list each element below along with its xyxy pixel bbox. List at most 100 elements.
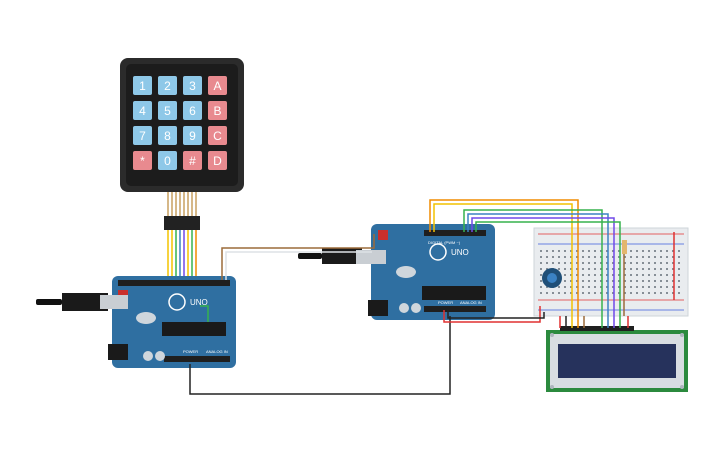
arduino-right-usb-port bbox=[356, 250, 386, 264]
arduino-right-digital-label: DIGITAL (PWM ~) bbox=[428, 240, 461, 245]
arduino-right-chip bbox=[422, 286, 486, 300]
breadboard-hole bbox=[546, 268, 548, 270]
keypad-key[interactable] bbox=[158, 126, 177, 145]
breadboard-hole bbox=[606, 292, 608, 294]
arduino-right-reset-button[interactable] bbox=[378, 230, 388, 240]
breadboard-hole bbox=[582, 274, 584, 276]
arduino-right-digital-header bbox=[424, 230, 486, 236]
keypad-key-label: 8 bbox=[164, 129, 171, 143]
breadboard-hole bbox=[564, 286, 566, 288]
keypad-key[interactable] bbox=[183, 126, 202, 145]
breadboard-hole bbox=[666, 286, 668, 288]
breadboard-hole bbox=[654, 256, 656, 258]
breadboard-hole bbox=[576, 256, 578, 258]
lcd-screw-br bbox=[680, 385, 684, 389]
keypad-key[interactable] bbox=[158, 101, 177, 120]
breadboard-hole bbox=[624, 268, 626, 270]
arduino-left-analog-label: ANALOG IN bbox=[206, 349, 228, 354]
breadboard-hole bbox=[672, 262, 674, 264]
breadboard-hole bbox=[600, 286, 602, 288]
keypad-key[interactable] bbox=[183, 151, 202, 170]
keypad-key[interactable] bbox=[133, 76, 152, 95]
wire-serial-white bbox=[225, 251, 372, 280]
keypad-key[interactable] bbox=[208, 101, 227, 120]
breadboard-hole bbox=[540, 256, 542, 258]
keypad-key[interactable] bbox=[208, 126, 227, 145]
breadboard-hole bbox=[606, 274, 608, 276]
breadboard-hole bbox=[630, 262, 632, 264]
arduino-left[interactable]: UNO POWER ANALOG IN bbox=[36, 276, 236, 368]
breadboard-hole bbox=[576, 280, 578, 282]
breadboard-hole bbox=[558, 292, 560, 294]
lcd-screw-bl bbox=[550, 385, 554, 389]
breadboard-hole bbox=[552, 262, 554, 264]
keypad-key[interactable] bbox=[183, 76, 202, 95]
breadboard-hole bbox=[558, 286, 560, 288]
breadboard-hole bbox=[594, 274, 596, 276]
keypad-key[interactable] bbox=[133, 151, 152, 170]
breadboard-hole bbox=[606, 280, 608, 282]
breadboard-hole bbox=[546, 256, 548, 258]
breadboard-hole bbox=[618, 250, 620, 252]
breadboard-hole bbox=[564, 268, 566, 270]
breadboard-hole bbox=[660, 274, 662, 276]
breadboard-hole bbox=[660, 280, 662, 282]
lcd-display[interactable] bbox=[546, 326, 688, 392]
breadboard-hole bbox=[570, 292, 572, 294]
breadboard-hole bbox=[660, 292, 662, 294]
breadboard-hole bbox=[618, 256, 620, 258]
breadboard-hole bbox=[654, 262, 656, 264]
breadboard-hole bbox=[558, 268, 560, 270]
arduino-left-usb-port bbox=[100, 295, 128, 309]
keypad-key[interactable] bbox=[208, 76, 227, 95]
breadboard-hole bbox=[654, 268, 656, 270]
arduino-left-capacitor-1 bbox=[143, 351, 153, 361]
wire-lcd-green bbox=[463, 209, 603, 328]
arduino-right-analog-header bbox=[424, 306, 486, 312]
breadboard-hole bbox=[576, 274, 578, 276]
breadboard-hole bbox=[642, 268, 644, 270]
breadboard-hole bbox=[552, 256, 554, 258]
arduino-right[interactable]: UNO DIGITAL (PWM ~) POWER ANALOG IN bbox=[298, 224, 495, 320]
breadboard-hole bbox=[588, 286, 590, 288]
breadboard-hole bbox=[666, 274, 668, 276]
keypad-key[interactable] bbox=[158, 151, 177, 170]
breadboard-hole bbox=[540, 286, 542, 288]
breadboard-hole bbox=[576, 262, 578, 264]
breadboard-hole bbox=[660, 250, 662, 252]
breadboard-hole bbox=[564, 262, 566, 264]
breadboard-hole bbox=[672, 268, 674, 270]
keypad-ribbon bbox=[167, 192, 197, 216]
breadboard-hole bbox=[594, 292, 596, 294]
breadboard-hole bbox=[594, 256, 596, 258]
breadboard-hole bbox=[594, 280, 596, 282]
keypad-key-label: 0 bbox=[164, 154, 171, 168]
breadboard-hole bbox=[564, 256, 566, 258]
keypad-key-label: 4 bbox=[139, 104, 146, 118]
breadboard-hole bbox=[582, 256, 584, 258]
breadboard-hole bbox=[648, 280, 650, 282]
breadboard-hole bbox=[672, 280, 674, 282]
breadboard-hole bbox=[642, 262, 644, 264]
keypad-key-label: A bbox=[213, 79, 221, 93]
breadboard-hole bbox=[576, 286, 578, 288]
wire-ground-black bbox=[189, 316, 451, 395]
keypad-key[interactable] bbox=[208, 151, 227, 170]
keypad-key[interactable] bbox=[133, 126, 152, 145]
keypad-key[interactable] bbox=[133, 101, 152, 120]
breadboard-hole bbox=[600, 268, 602, 270]
breadboard-hole bbox=[648, 250, 650, 252]
breadboard-hole bbox=[588, 262, 590, 264]
breadboard-hole bbox=[552, 250, 554, 252]
breadboard-hole bbox=[636, 250, 638, 252]
keypad-key[interactable] bbox=[183, 101, 202, 120]
keypad-key[interactable] bbox=[158, 76, 177, 95]
arduino-right-capacitor-2 bbox=[411, 303, 421, 313]
arduino-right-capacitor-1 bbox=[399, 303, 409, 313]
breadboard-hole bbox=[588, 256, 590, 258]
breadboard-hole bbox=[564, 280, 566, 282]
breadboard[interactable] bbox=[533, 227, 689, 317]
breadboard-hole bbox=[612, 250, 614, 252]
